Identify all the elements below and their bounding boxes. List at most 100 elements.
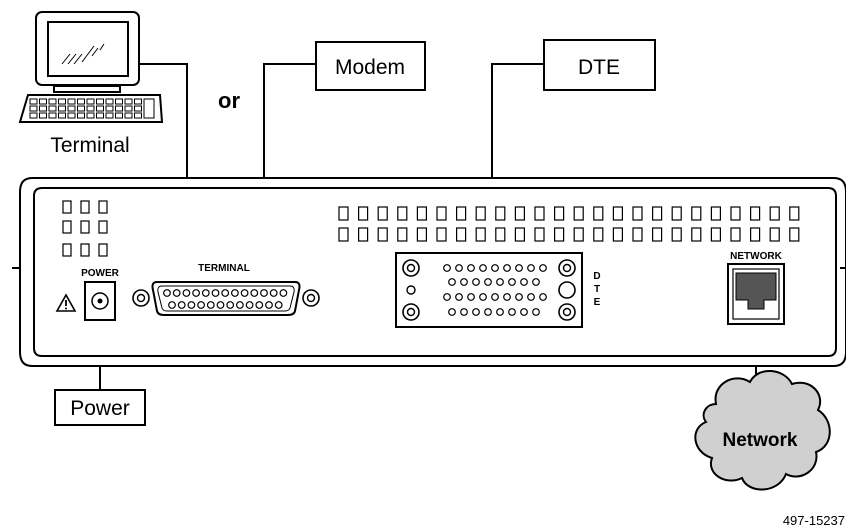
dte-port-letter-e: E [594, 297, 601, 308]
connector-pin [269, 289, 278, 297]
keyboard-key [39, 112, 47, 119]
indicator-led [789, 227, 800, 242]
connector-pin [467, 264, 475, 272]
connector-pin [172, 289, 181, 297]
power-label: Power [70, 397, 130, 420]
dte-box-label: DTE [578, 56, 620, 79]
cloud-icon [694, 370, 831, 491]
connector-pin [211, 289, 220, 297]
indicator-led [358, 227, 369, 242]
network-cloud-label: Network [723, 430, 798, 451]
connector-pin [182, 289, 191, 297]
indicator-grid [62, 200, 800, 257]
indicator-led [98, 243, 108, 257]
connector-pin [448, 308, 456, 316]
figure-id: 497-15237 [783, 513, 845, 528]
indicator-led [651, 206, 663, 221]
indicator-led [456, 227, 467, 242]
connector-pin [168, 301, 176, 309]
keyboard-key [86, 112, 95, 119]
terminal-label: Terminal [50, 134, 129, 157]
connector-pin [484, 308, 492, 316]
connector-pin [539, 293, 547, 301]
connector-pin [484, 278, 492, 286]
terminal-db25-connector [132, 281, 320, 316]
keyboard-key [105, 112, 114, 119]
keyboard-key [96, 112, 104, 119]
keyboard-key [143, 98, 155, 119]
keyboard-key [77, 98, 85, 105]
connector-pin [503, 293, 511, 301]
keyboard-key [39, 98, 47, 105]
modem-label: Modem [335, 56, 405, 79]
modem-box [315, 41, 426, 91]
indicator-led [62, 200, 72, 214]
network-port-label: NETWORK [730, 251, 782, 262]
connector-pin [245, 301, 254, 309]
indicator-led [514, 206, 526, 221]
keyboard-key [115, 112, 123, 119]
indicator-led [749, 227, 761, 242]
indicator-led [553, 227, 565, 242]
connector-pin [250, 289, 259, 297]
indicator-led [710, 206, 722, 221]
indicator-led [612, 206, 624, 221]
terminal-port-label: TERMINAL [198, 263, 250, 274]
indicator-led [495, 227, 506, 242]
keyboard-key [58, 105, 66, 112]
connector-pin [455, 293, 463, 301]
connector-pin [448, 278, 456, 286]
keyboard-key [58, 112, 66, 119]
connector-pin [527, 293, 535, 301]
indicator-led [495, 206, 506, 221]
connector-pin [508, 278, 516, 286]
indicator-led [632, 227, 643, 242]
connector-pin [520, 308, 528, 316]
indicator-led [789, 206, 800, 221]
connector-pin [503, 264, 511, 272]
connector-pin [187, 301, 196, 309]
indicator-led [671, 227, 682, 242]
indicator-led [573, 227, 584, 242]
keyboard-key [134, 112, 142, 119]
connector-pin [226, 301, 235, 309]
connector-pin [201, 289, 210, 297]
indicator-led [416, 227, 427, 242]
indicator-led [436, 206, 447, 221]
connector-pin [163, 289, 171, 297]
connector-pin [479, 264, 487, 272]
connector-pin [472, 308, 480, 316]
connector-pin [177, 301, 186, 309]
indicator-led [80, 200, 90, 214]
keyboard-key [77, 105, 85, 112]
connector-pin [491, 264, 499, 272]
connector-pin [216, 301, 225, 309]
keyboard-key [86, 105, 95, 112]
keyboard-key [39, 105, 47, 112]
indicator-led [671, 206, 682, 221]
network-rj-jack [727, 263, 785, 325]
indicator-led [769, 227, 780, 242]
connector-pin [527, 264, 535, 272]
indicator-led [358, 206, 369, 221]
indicator-led [338, 227, 349, 242]
keyboard-key [134, 105, 142, 112]
keyboard-key [105, 105, 114, 112]
indicator-led [553, 206, 565, 221]
dte-connector [395, 252, 583, 328]
keyboard-key [96, 105, 104, 112]
connector-pin [532, 278, 540, 286]
connector-pin [496, 308, 504, 316]
warning-triangle-icon [55, 293, 77, 312]
connector-pin [235, 301, 244, 309]
connector-pin [221, 289, 230, 297]
indicator-led [456, 206, 467, 221]
connector-pin [265, 301, 273, 309]
indicator-led [338, 206, 349, 221]
connector-pin [515, 264, 523, 272]
keyboard-key [67, 105, 76, 112]
keyboard-key [58, 98, 66, 105]
connector-pin [539, 264, 547, 272]
keyboard-key [124, 98, 133, 105]
